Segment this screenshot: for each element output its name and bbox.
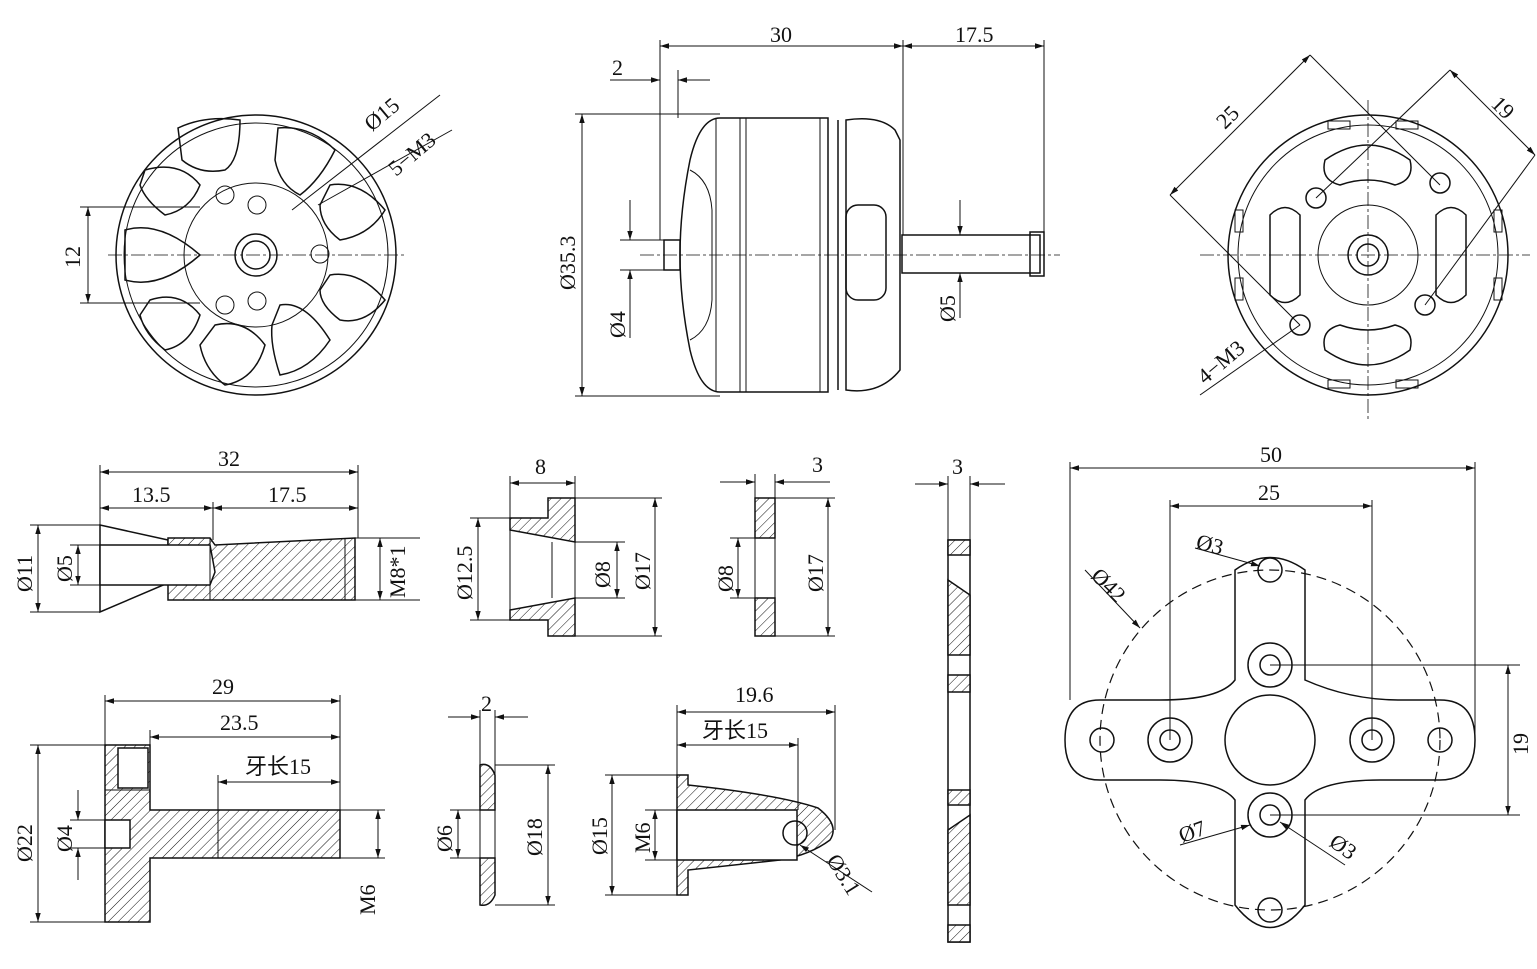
d25-label: 25	[1211, 100, 1244, 133]
len3b-label: 3	[952, 454, 963, 479]
small-washer-section: 2 Ø6 Ø18	[432, 691, 555, 907]
spinner-nut-section: 19.6 牙长15 Ø15 M6 Ø3.1	[587, 682, 873, 899]
d7-label: Ø7	[1175, 815, 1209, 848]
m6b-label: M6	[630, 822, 655, 853]
motor-side-view: 30 17.5 2 Ø35.3 Ø4 Ø5	[555, 22, 1060, 397]
h12-label: 12	[60, 246, 85, 268]
m6-label: M6	[355, 884, 380, 915]
len32-label: 32	[218, 446, 240, 471]
d17b-label: Ø17	[803, 554, 828, 592]
d5-label: Ø5	[935, 295, 960, 322]
thread-len-b-label: 牙长15	[702, 718, 768, 743]
len13-5-label: 13.5	[132, 482, 171, 507]
d18-label: Ø18	[522, 818, 547, 856]
len2-label: 2	[481, 691, 492, 716]
d4-label: Ø4	[605, 311, 630, 338]
d5b-label: Ø5	[52, 555, 77, 582]
d22-label: Ø22	[12, 824, 37, 862]
cooling-vanes	[124, 117, 386, 386]
len19-6-label: 19.6	[735, 682, 774, 707]
washer-section: 3 Ø8 Ø17	[713, 452, 835, 637]
d12-5-label: Ø12.5	[452, 546, 477, 600]
motor-rear-view: 25 19 4−M3	[1169, 54, 1536, 420]
len17-5b-label: 17.5	[268, 482, 307, 507]
cross-mount: 50 25 Ø3 Ø42 Ø7 Ø3 19	[1064, 442, 1533, 929]
len50-label: 50	[1260, 442, 1282, 467]
len30-label: 30	[770, 22, 792, 47]
len8-label: 8	[535, 454, 546, 479]
d8-label: Ø8	[590, 561, 615, 588]
d8b-label: Ø8	[713, 565, 738, 592]
d6-label: Ø6	[432, 825, 457, 852]
collet-section: 8 Ø12.5 Ø8 Ø17	[452, 454, 662, 637]
d35-3-label: Ø35.3	[555, 236, 580, 290]
shaft-adapter-section: 29 23.5 牙长15 Ø22 Ø4 M6	[12, 674, 385, 923]
thread-len-label: 牙长15	[245, 754, 311, 779]
d15-label: Ø15	[359, 92, 404, 136]
m3-label: 5−M3	[383, 127, 440, 181]
d3-bottom-label: Ø3	[1325, 829, 1361, 865]
prop-adapter-section: 32 13.5 17.5 Ø11 Ø5 M8*1	[12, 446, 420, 614]
w2-label: 2	[612, 55, 623, 80]
d4b-label: Ø4	[52, 825, 77, 852]
len25-label: 25	[1258, 480, 1280, 505]
len3-label: 3	[812, 452, 823, 477]
d42-label: Ø42	[1086, 563, 1130, 607]
d3-1-label: Ø3.1	[822, 849, 866, 899]
len19-label: 19	[1508, 733, 1533, 755]
plate-side-section: 3	[915, 454, 1005, 943]
len29-label: 29	[212, 674, 234, 699]
m8-label: M8*1	[385, 545, 410, 598]
d17-label: Ø17	[630, 552, 655, 590]
d15b-label: Ø15	[587, 817, 612, 855]
d11-label: Ø11	[12, 555, 37, 592]
len17-5-label: 17.5	[955, 22, 994, 47]
d19-label: 19	[1486, 91, 1519, 124]
len23-5-label: 23.5	[220, 710, 259, 735]
motor-front-view: Ø15 5−M3 12	[60, 92, 453, 396]
